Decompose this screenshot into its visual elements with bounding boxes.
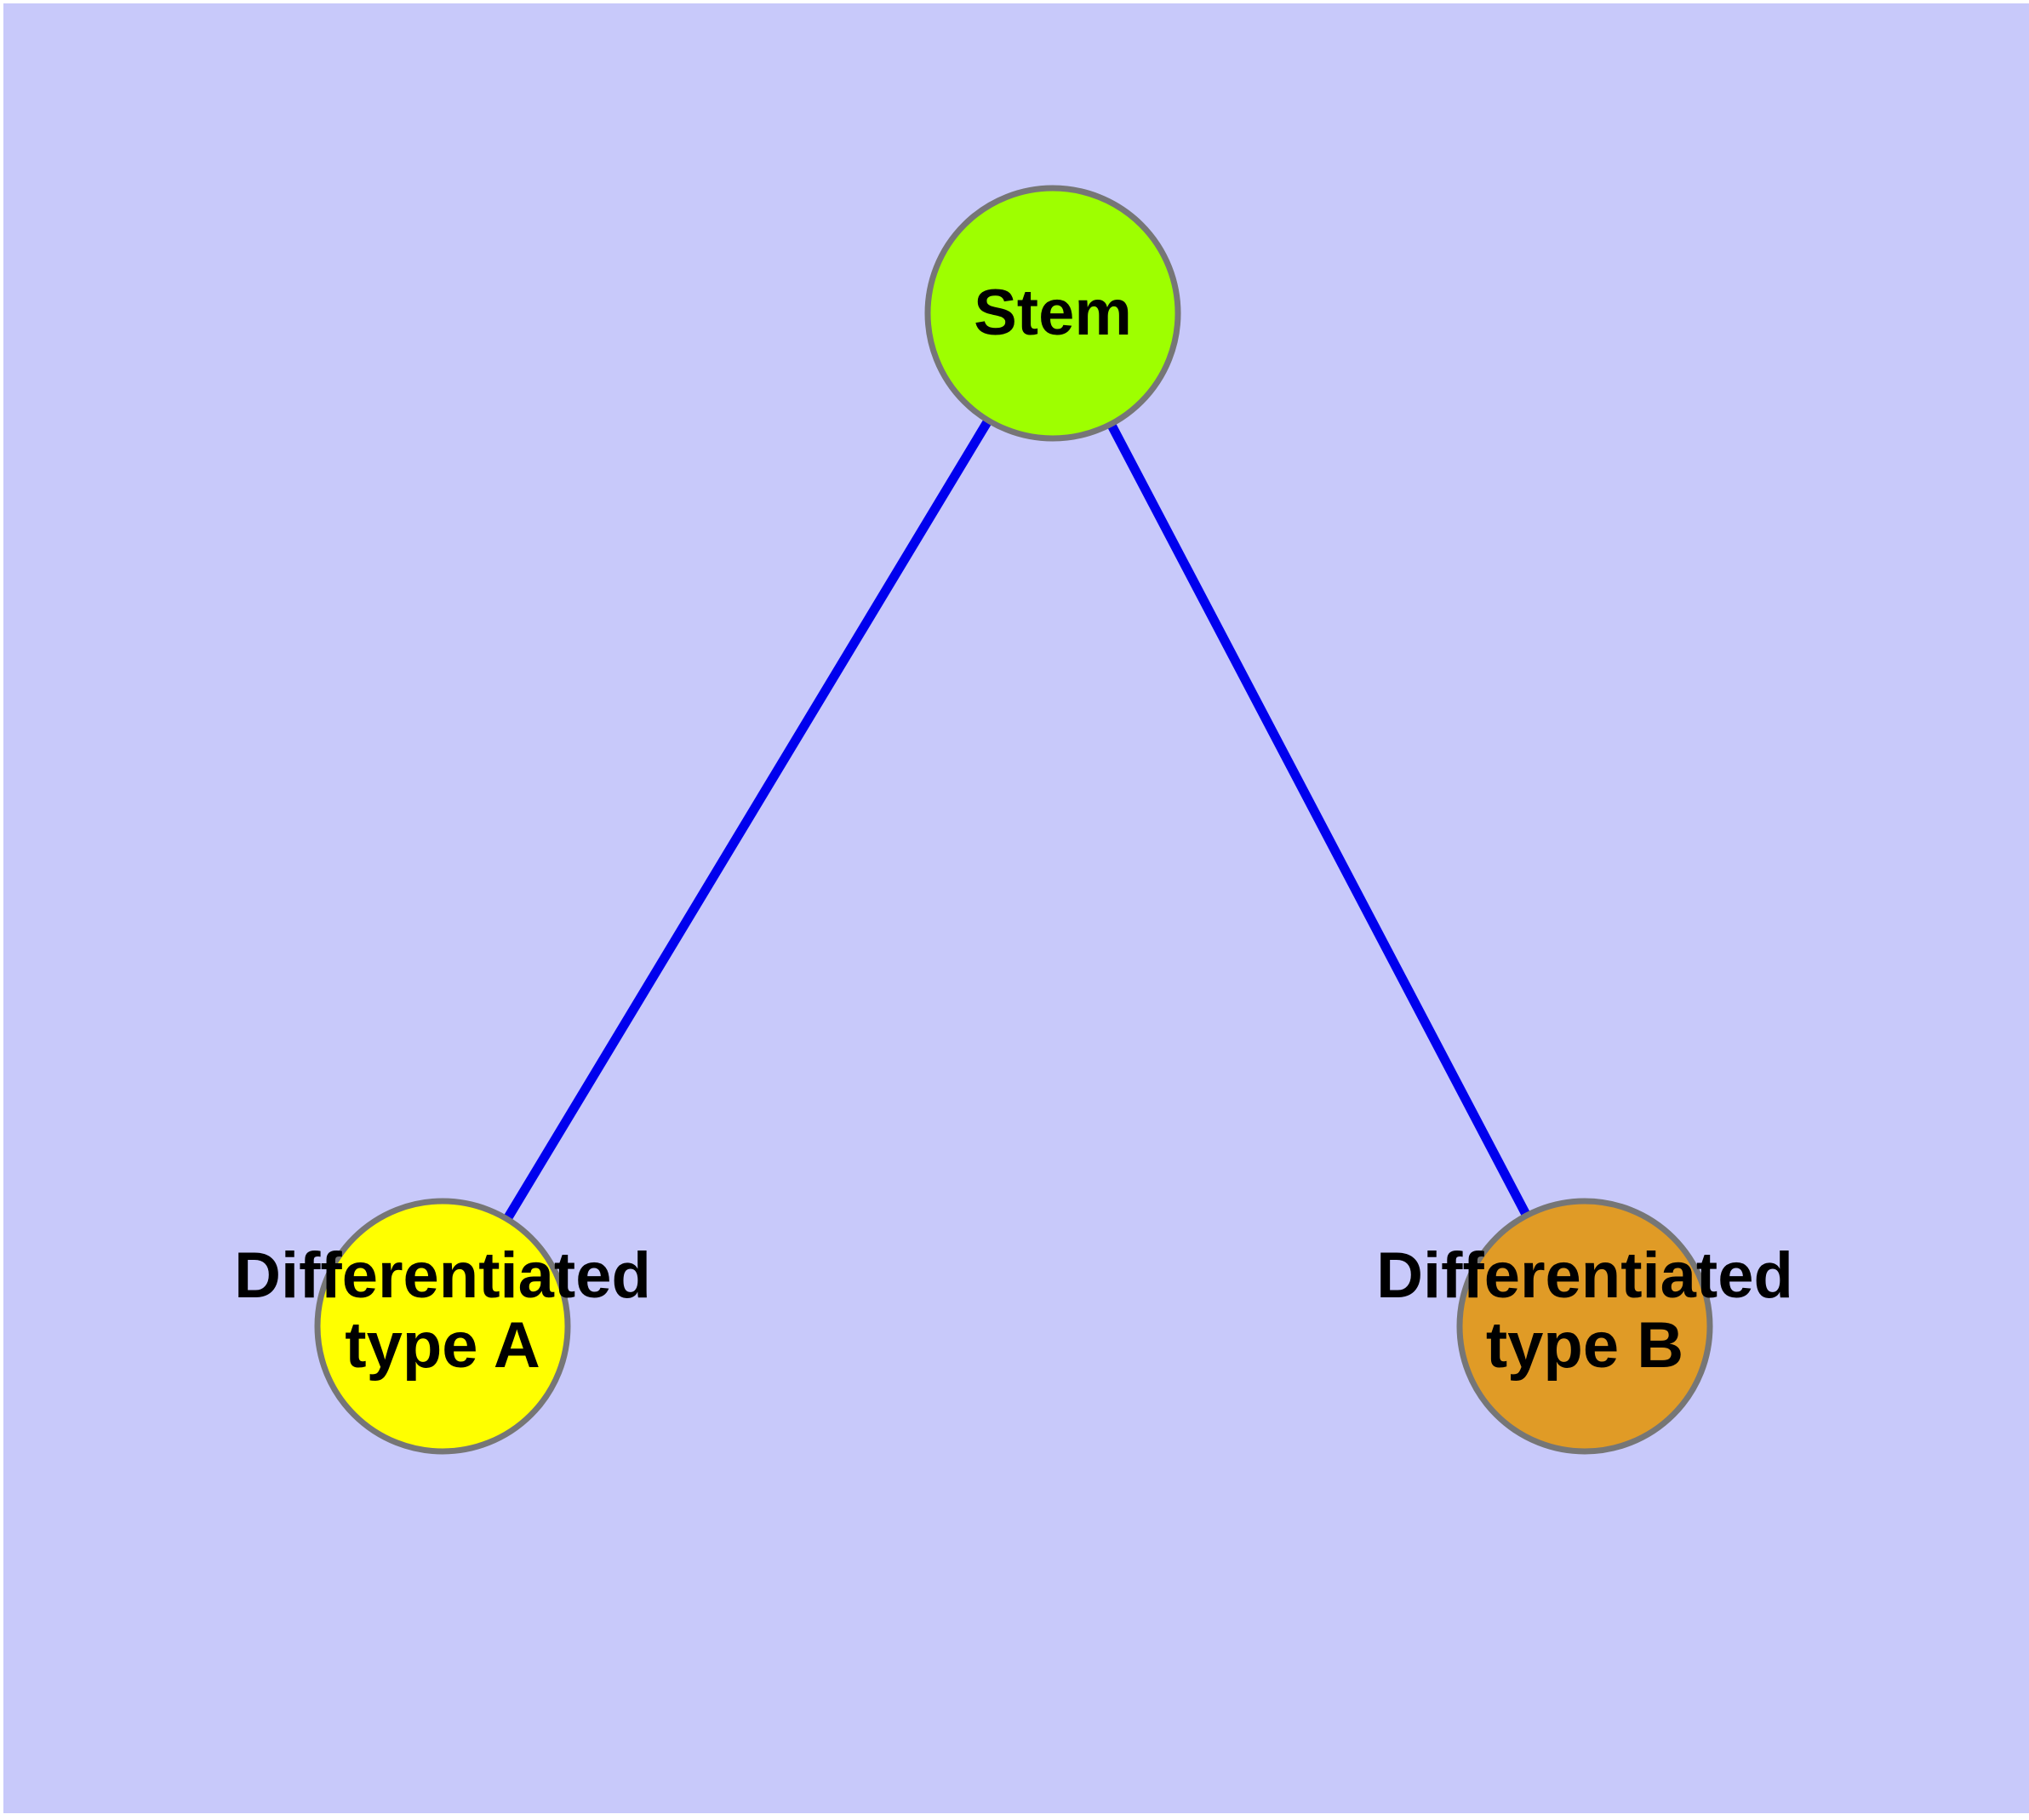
node-stem[interactable] <box>924 185 1181 442</box>
edge-layer <box>504 420 1530 1220</box>
node-layer <box>314 185 1713 1455</box>
edge-stem-to-type-b <box>1107 424 1530 1216</box>
node-differentiated-type-a[interactable] <box>314 1198 571 1455</box>
edge-stem-to-type-a <box>504 420 992 1220</box>
node-differentiated-type-b[interactable] <box>1456 1198 1713 1455</box>
